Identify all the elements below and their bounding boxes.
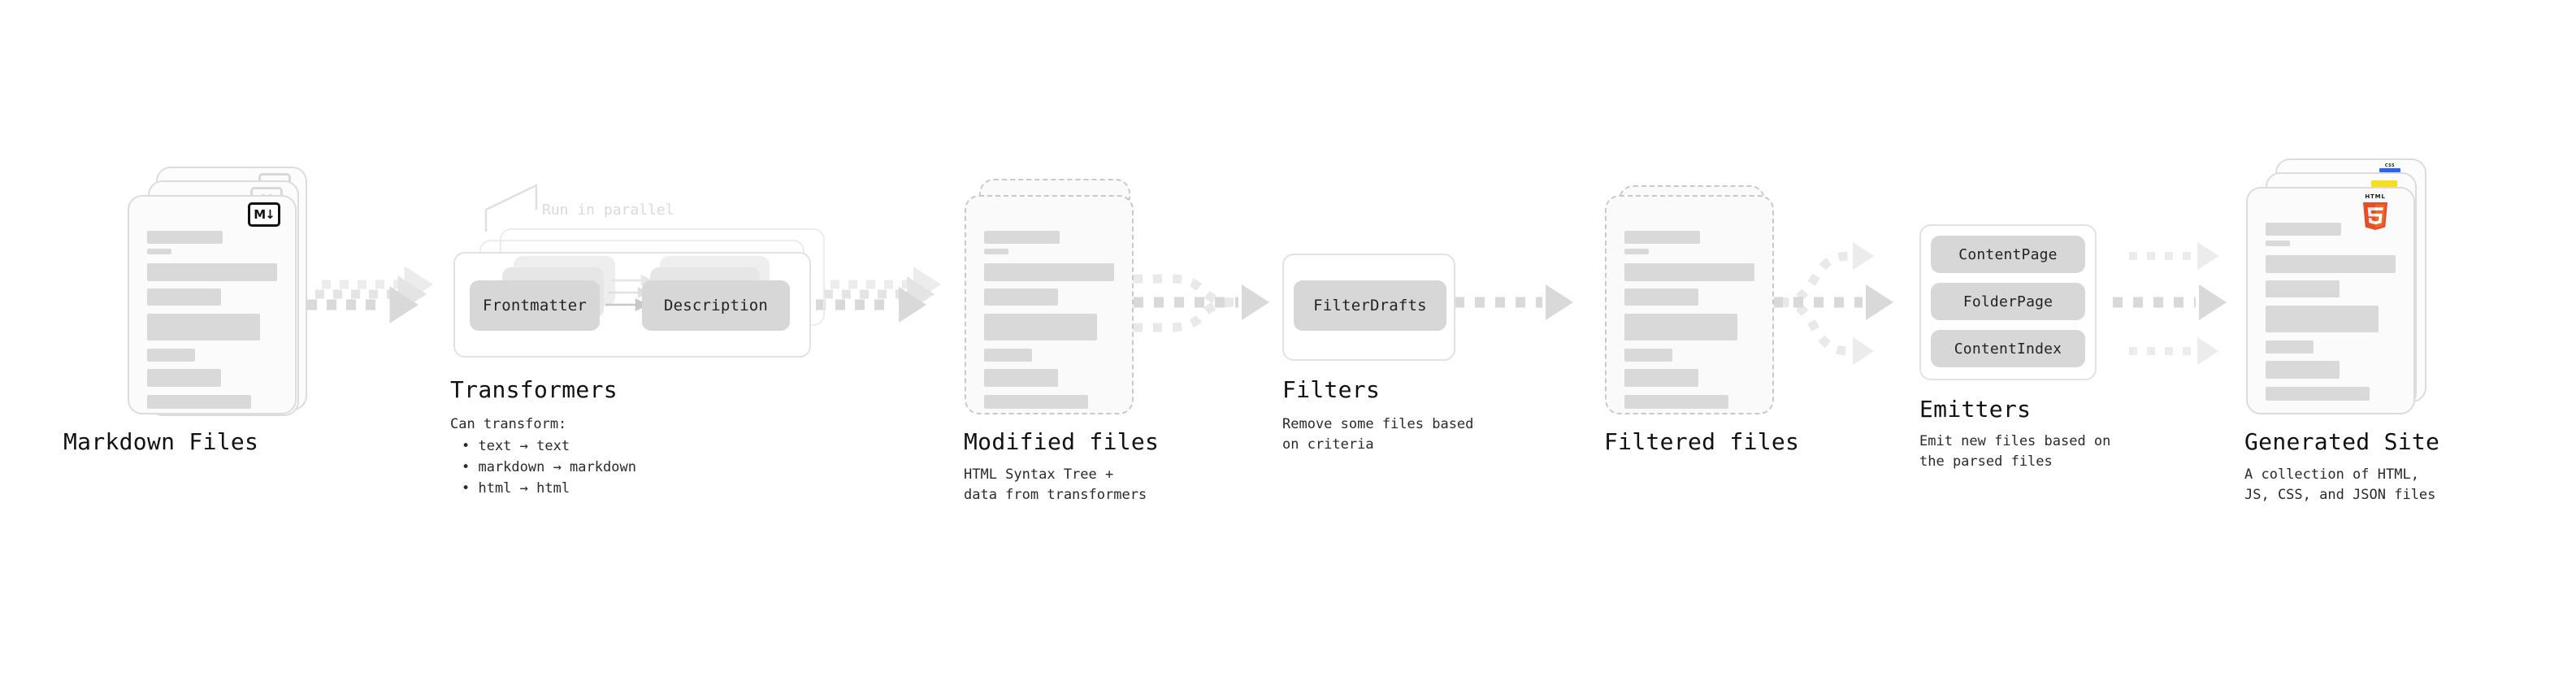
markdown-card-skeleton	[129, 197, 295, 413]
arrow-filters-to-filtered	[1455, 284, 1573, 320]
emitters-subtitle: Emit new files based on the parsed files	[1919, 433, 2111, 470]
skeleton-bar	[984, 349, 1033, 362]
filter-chip-filterdrafts[interactable]: FilterDrafts	[1294, 280, 1446, 331]
skeleton-bar	[147, 314, 261, 340]
modified-files-subtitle: HTML Syntax Tree + data from transformer…	[964, 466, 1147, 503]
arrow-transformers-to-modified	[816, 267, 941, 323]
filters-subtitle: Remove some files based on criteria	[1282, 416, 1474, 453]
transformer-chip-frontmatter[interactable]: Frontmatter	[470, 280, 600, 331]
skeleton-bar	[984, 249, 1009, 254]
skeleton-bar	[2266, 340, 2314, 354]
skeleton-bar	[1624, 249, 1650, 254]
skeleton-bar	[2266, 387, 2370, 401]
skeleton-bar	[1624, 349, 1673, 362]
page-title-filtered-files: Filtered files	[1604, 428, 1800, 455]
skeleton-bar	[147, 263, 277, 281]
skeleton-bar	[984, 263, 1114, 281]
site-card-skeleton	[2248, 189, 2413, 413]
emitter-chip-folderpage[interactable]: FolderPage	[1931, 283, 2085, 320]
run-in-parallel-leader	[484, 184, 538, 232]
skeleton-bar	[984, 288, 1059, 306]
html5-icon: HTML	[2361, 193, 2389, 232]
html5-icon-label: HTML	[2365, 193, 2386, 200]
skeleton-bar	[2266, 361, 2340, 379]
skeleton-bar	[2266, 280, 2340, 297]
page-title-generated-site: Generated Site	[2244, 428, 2440, 455]
page-title-transformers: Transformers	[450, 376, 618, 403]
generated-site-subtitle: A collection of HTML, JS, CSS, and JSON …	[2244, 466, 2436, 503]
transformers-bullet-2: • html → html	[462, 480, 570, 497]
skeleton-bar	[984, 314, 1098, 340]
page-title-emitters: Emitters	[1919, 396, 2032, 423]
css3-icon-bar	[2379, 168, 2400, 172]
filtered-card-skeleton	[1607, 197, 1772, 413]
css3-icon: CSS	[2379, 163, 2400, 172]
skeleton-bar	[1624, 314, 1738, 340]
skeleton-bar	[984, 231, 1060, 244]
skeleton-bar	[1624, 231, 1700, 244]
transformers-bullet-1: • markdown → markdown	[462, 459, 636, 475]
transformer-chip-description[interactable]: Description	[642, 280, 790, 331]
skeleton-bar	[984, 395, 1088, 409]
skeleton-bar	[147, 349, 196, 362]
skeleton-bar	[2266, 223, 2341, 236]
skeleton-bar	[147, 369, 222, 387]
transformers-subtitle: Can transform:	[450, 416, 567, 432]
skeleton-bar	[1624, 395, 1728, 409]
modified-card-skeleton	[966, 197, 1132, 413]
page-title-modified-files: Modified files	[964, 428, 1160, 455]
filtered-card-front	[1605, 195, 1774, 414]
page-title-markdown: Markdown Files	[63, 428, 259, 455]
arrow-markdown-to-transformers	[307, 266, 433, 323]
skeleton-bar	[147, 395, 251, 409]
skeleton-bar	[1624, 369, 1699, 387]
skeleton-bar	[147, 288, 222, 306]
skeleton-bar	[1624, 263, 1754, 281]
run-in-parallel-note: Run in parallel	[542, 202, 674, 219]
page-title-filters: Filters	[1282, 376, 1381, 403]
modified-card-front	[965, 195, 1134, 414]
arrow-filtered-to-emitters	[1773, 241, 1893, 366]
emitter-chip-contentpage[interactable]: ContentPage	[1931, 236, 2085, 273]
emitter-chip-contentindex[interactable]: ContentIndex	[1931, 330, 2085, 367]
skeleton-bar	[147, 231, 223, 244]
skeleton-bar	[2266, 241, 2291, 246]
skeleton-bar	[2266, 306, 2379, 332]
markdown-card-front	[128, 195, 297, 414]
arrow-modified-to-filters	[1134, 274, 1269, 332]
skeleton-bar	[2266, 255, 2396, 273]
skeleton-bar	[147, 249, 172, 254]
transformers-bullet-0: • text → text	[462, 438, 570, 454]
markdown-icon: M↓	[248, 202, 280, 227]
site-card-front	[2246, 187, 2415, 414]
arrow-emitters-to-site	[2113, 241, 2227, 366]
skeleton-bar	[1624, 288, 1699, 306]
skeleton-bar	[984, 369, 1059, 387]
css3-icon-label: CSS	[2384, 163, 2396, 168]
